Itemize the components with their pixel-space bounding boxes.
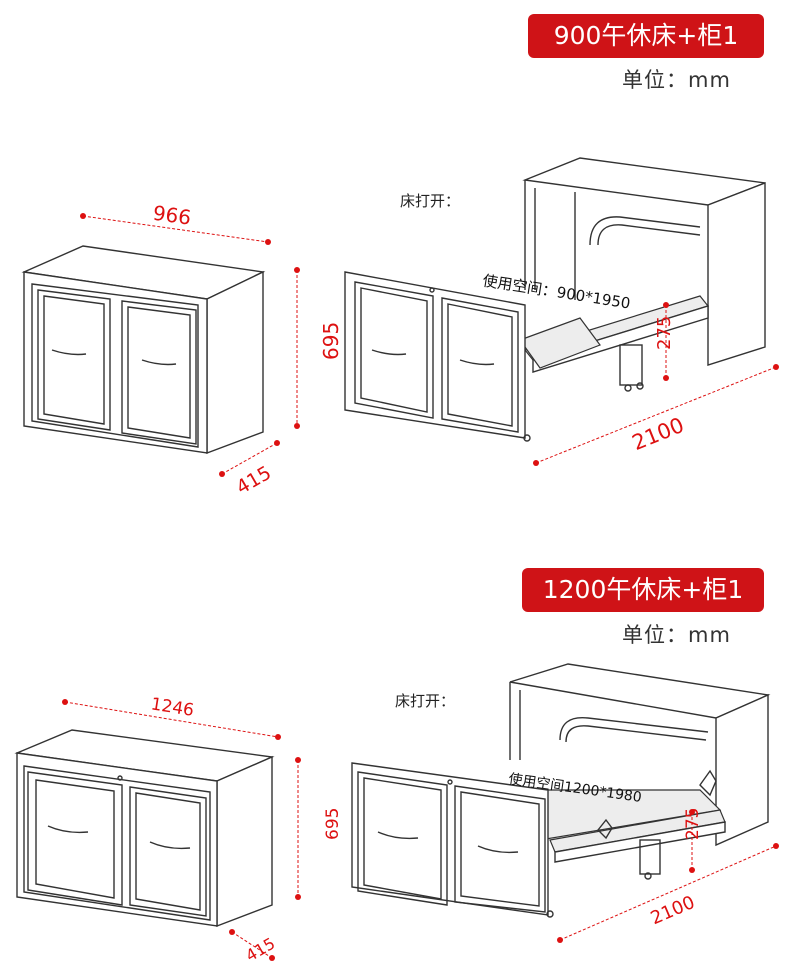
- dim-length-900-text: 2100: [629, 413, 688, 455]
- dim-width-900: 966: [80, 201, 271, 245]
- dim-bed-height-900: 275: [654, 302, 675, 381]
- product-badge-900: 900午休床+柜1: [528, 14, 764, 58]
- dim-bed-height-1200: 275: [683, 808, 703, 873]
- bed-open-label-900: 床打开：: [400, 192, 461, 210]
- unit-label-1200: 单位：mm: [622, 623, 731, 647]
- unit-label-900: 单位：mm: [622, 68, 731, 92]
- dim-bed-height-1200-text: 275: [683, 808, 703, 840]
- dim-length-1200-text: 2100: [648, 892, 698, 929]
- bed-open-label-1200: 床打开：: [395, 692, 456, 710]
- dim-height-1200-text: 695: [323, 808, 343, 840]
- open-bed-900: [344, 157, 766, 442]
- dim-length-900: 2100: [533, 364, 779, 466]
- open-bed-1200: [351, 663, 771, 918]
- dim-width-900-text: 966: [151, 201, 192, 230]
- dim-depth-900-text: 415: [233, 462, 275, 499]
- dim-depth-900: 415: [219, 440, 280, 499]
- closed-cabinet-1200: [14, 729, 275, 928]
- dim-height-1200: 695: [295, 757, 343, 900]
- dim-height-900: 695: [294, 267, 343, 429]
- dim-bed-height-900-text: 275: [654, 316, 675, 350]
- dim-length-1200: 2100: [557, 843, 779, 943]
- dim-height-900-text: 695: [319, 322, 343, 360]
- dim-depth-1200: 415: [229, 929, 278, 965]
- closed-cabinet-900: [21, 245, 266, 455]
- product-badge-1200: 1200午休床+柜1: [522, 568, 764, 612]
